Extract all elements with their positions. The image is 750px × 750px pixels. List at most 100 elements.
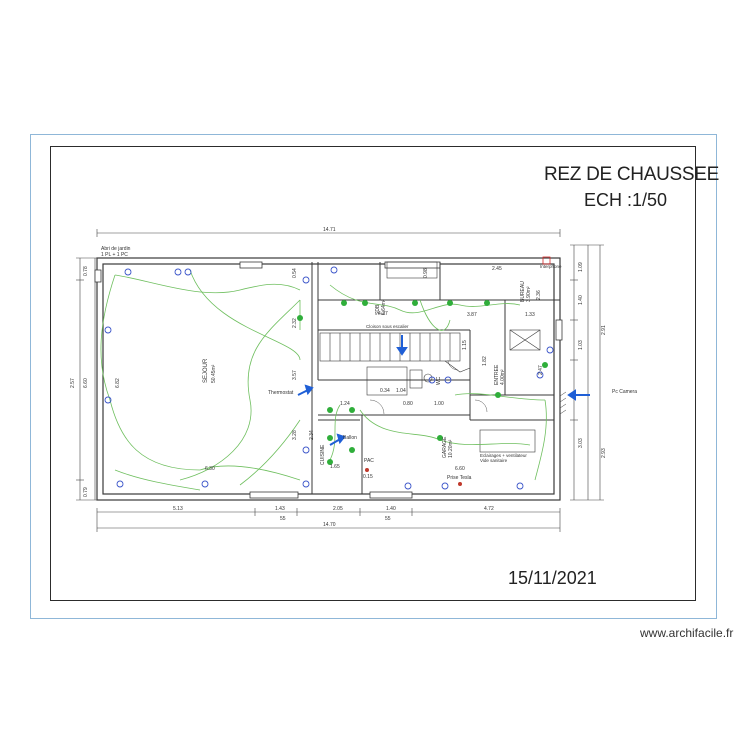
- dim-misc-13: 0.34: [380, 388, 390, 394]
- dim-misc-15: 2.47: [538, 365, 544, 375]
- plan-scale: ECH :1/50: [584, 190, 668, 210]
- room-sdb-area: 6.64m²: [381, 299, 387, 315]
- arrows: [297, 335, 590, 446]
- watermark-url: www.archifacile.fr: [640, 626, 734, 640]
- dim-right-1: 1.09: [578, 262, 584, 272]
- light-icon: [542, 362, 548, 368]
- outer-walls: [96, 257, 561, 501]
- plan-title: REZ DE CHAUSSEE: [544, 164, 719, 185]
- label-cloison: Cloison sous escalier: [366, 324, 409, 329]
- dim-top-4: 4.27: [378, 311, 388, 317]
- outlet-icon: [124, 268, 132, 276]
- room-garage-area: 10.20m²: [448, 439, 454, 458]
- label-prise-tesla: Prise Tesla: [447, 475, 472, 481]
- room-sdb: SDB: [375, 304, 381, 315]
- light-icon: [362, 300, 368, 306]
- dim-left-3: 0.79: [83, 487, 89, 497]
- tesla-outlet-icon: [458, 482, 462, 486]
- dim-overall-top: 14.71: [323, 227, 336, 233]
- outlet-icon: [546, 346, 554, 354]
- left-dimension: [76, 257, 99, 501]
- light-icon: [447, 300, 453, 306]
- outlet-icon: [184, 268, 192, 276]
- bottom-dimension: [96, 508, 561, 532]
- dim-overall-bottom: 14.70: [323, 522, 336, 528]
- room-bureau: BUREAU: [520, 281, 526, 302]
- dim-bottom-1: 5.13: [173, 506, 183, 512]
- dim-top-2: 2.45: [492, 266, 502, 272]
- label-eclairage: Eclairages + ventilateur: [480, 453, 527, 458]
- label-pc-camera: Pc Camera: [612, 389, 637, 395]
- light-icon: [327, 435, 333, 441]
- outlet-icon: [104, 326, 112, 334]
- room-bureau-area: 3.90m²: [526, 286, 532, 302]
- dim-misc-8: 2.34: [309, 430, 315, 440]
- interphone-icon: [542, 256, 551, 265]
- dim-top-5: 3.87: [467, 312, 477, 318]
- interior-walls: [311, 262, 560, 494]
- room-entree-area: 4.00m²: [500, 369, 506, 385]
- outlet-icon: [516, 482, 524, 490]
- right-dimension: [570, 244, 604, 501]
- outlet-icon: [404, 482, 412, 490]
- label-pac: PAC: [364, 458, 374, 464]
- dim-misc-3: 3.28: [292, 430, 298, 440]
- room-wc: WC: [436, 376, 442, 385]
- dim-misc-12: 0.15: [363, 474, 373, 480]
- dim-right-5: 2.93: [601, 448, 607, 458]
- outlet-icon: [428, 376, 436, 384]
- room-garage: GARAGE: [442, 436, 448, 458]
- label-thermostat: Thermostat: [268, 390, 294, 396]
- dim-right-2: 1.40: [578, 295, 584, 305]
- room-sejour: SEJOUR: [203, 358, 209, 383]
- dim-bottom-sub-2: 55: [385, 516, 391, 522]
- dim-misc-5: 1.15: [462, 340, 468, 350]
- dim-top-6: 1.33: [525, 312, 535, 318]
- dim-bottom-5: 4.72: [484, 506, 494, 512]
- room-cuisine: CUISINE: [320, 444, 326, 465]
- dim-bottom-2: 1.43: [275, 506, 285, 512]
- label-ballon: Ballon: [343, 435, 357, 441]
- label-abri-jardin: Abri de jardin: [101, 246, 131, 252]
- dim-left-2: 2.57: [70, 378, 76, 388]
- outlet-icon: [444, 376, 452, 384]
- outlet-icon: [116, 480, 124, 488]
- dim-right-3: 2.91: [601, 325, 607, 335]
- dim-misc-4: 1.65: [330, 464, 340, 470]
- outlet-icon: [536, 371, 544, 379]
- light-icon: [341, 300, 347, 306]
- dim-bottom-3: 2.05: [333, 506, 343, 512]
- dim-misc-9: 1.24: [340, 401, 350, 407]
- dim-misc-11: 1.00: [434, 401, 444, 407]
- dim-top-1: 0.98: [423, 268, 429, 278]
- plan-date: 15/11/2021: [508, 568, 597, 588]
- room-entree: ENTREE: [494, 364, 500, 385]
- label-interphone: Interphone: [540, 264, 562, 269]
- dim-top-3: 0.54: [292, 268, 298, 278]
- dim-left-total: 6.60: [83, 378, 89, 388]
- dim-misc-6: 1.82: [482, 356, 488, 366]
- dim-misc-7: 2.36: [536, 290, 542, 300]
- light-icon: [349, 407, 355, 413]
- outlets: [104, 266, 554, 490]
- dim-left-1: 0.78: [83, 266, 89, 276]
- light-icon: [437, 435, 443, 441]
- door-swings: [369, 359, 488, 415]
- outlet-icon: [302, 446, 310, 454]
- dim-bottom-sub-1: 55: [280, 516, 286, 522]
- light-icon: [412, 300, 418, 306]
- outlet-icon: [174, 268, 182, 276]
- room-sejour-area: 50.45m²: [211, 364, 217, 383]
- label-abri-detail: 1 PL + 1 PC: [101, 252, 128, 258]
- outlet-icon: [201, 480, 209, 488]
- dim-misc-1: 2.32: [292, 318, 298, 328]
- dim-right-6: 3.03: [578, 438, 584, 448]
- outlet-icon: [330, 266, 338, 274]
- dim-misc-14: 1.04: [396, 388, 406, 394]
- outlet-icon: [441, 482, 449, 490]
- light-icon: [327, 407, 333, 413]
- staircase: [319, 332, 471, 373]
- light-icon: [484, 300, 490, 306]
- dim-garage-width: 6.60: [455, 466, 465, 472]
